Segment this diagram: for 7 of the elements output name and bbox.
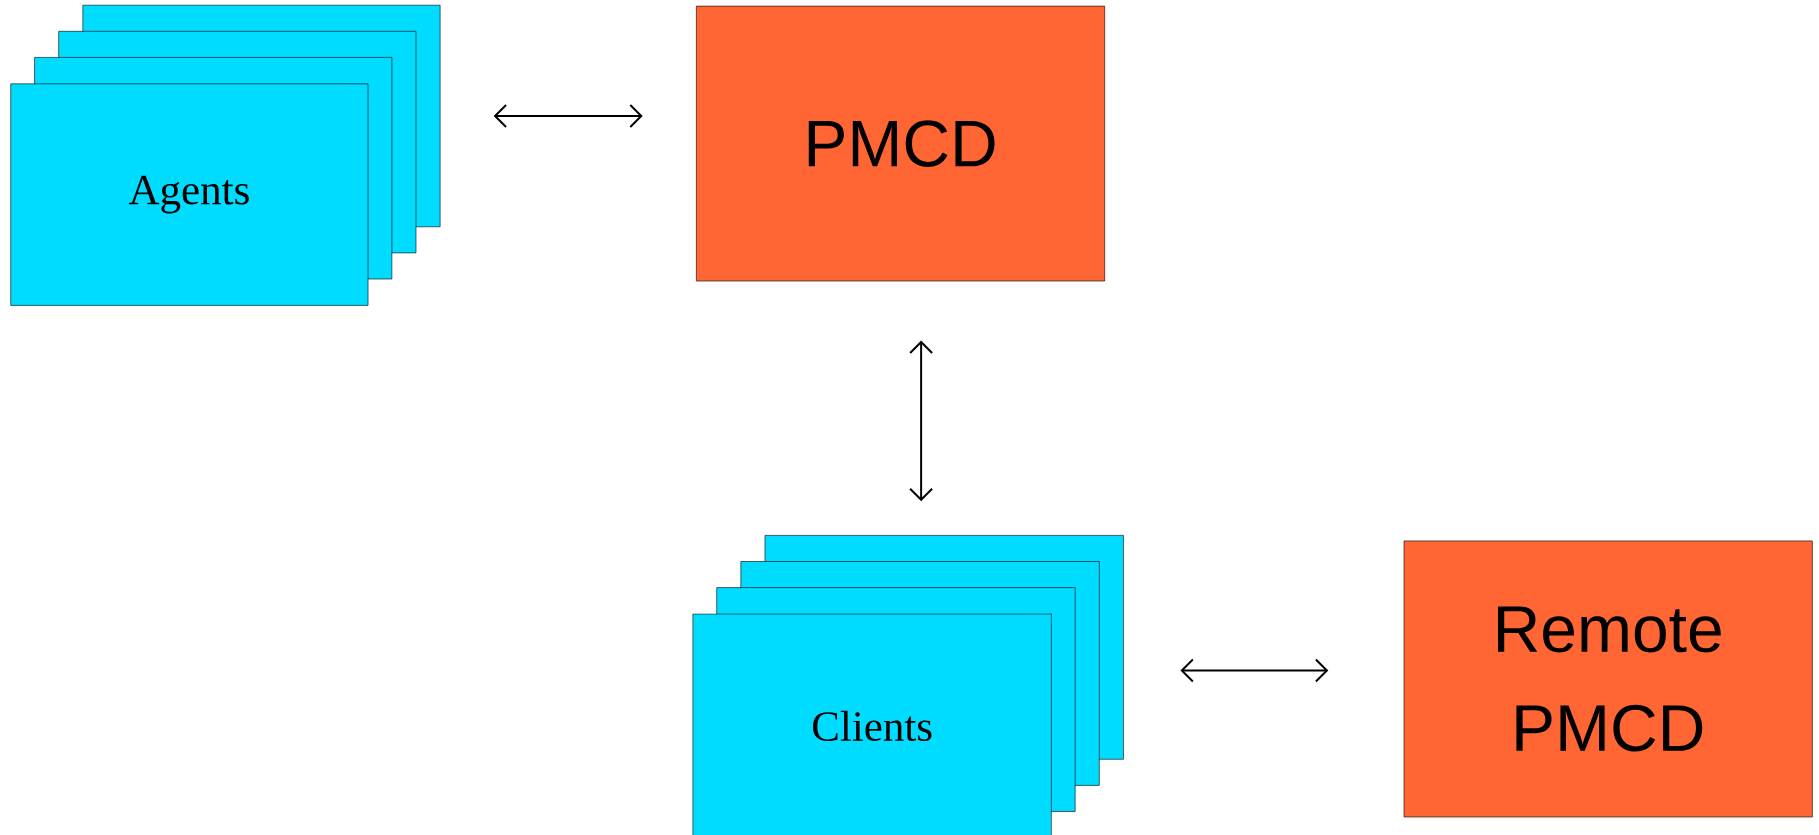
process-box: PMCD	[696, 5, 1105, 282]
stacked-box: Agents	[10, 4, 441, 306]
process-box: Remote PMCD	[1403, 540, 1813, 818]
stacked-box: Clients	[692, 535, 1124, 835]
arrow	[1180, 658, 1329, 683]
arrow	[909, 340, 934, 502]
arrow	[493, 104, 643, 128]
